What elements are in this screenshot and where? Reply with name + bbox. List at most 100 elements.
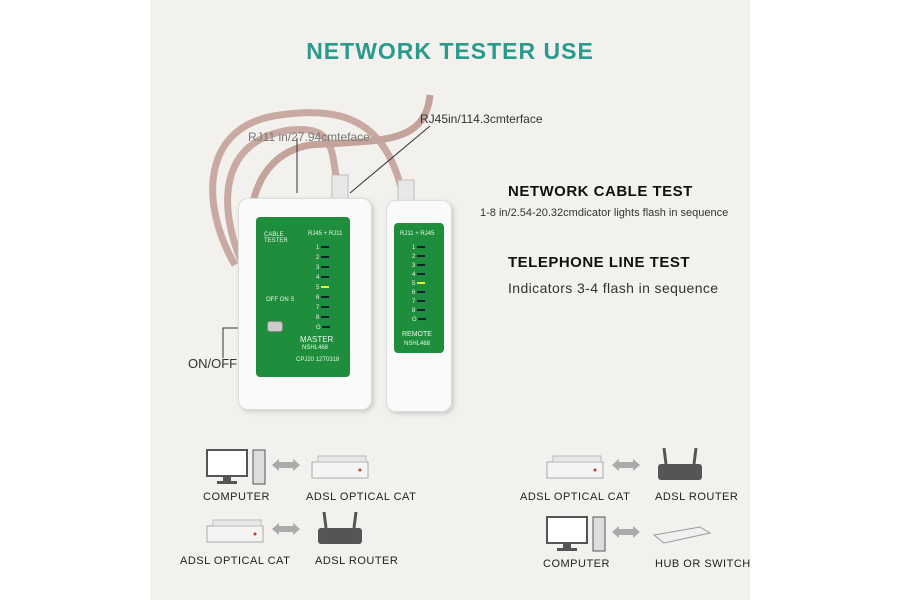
led-row: 6 (316, 295, 330, 301)
master-name: MASTER (300, 335, 334, 344)
diagram-left-label: COMPUTER (543, 558, 610, 570)
led-label: 8 (412, 308, 416, 314)
master-model: NSHL468 (302, 345, 329, 351)
master-panel: CABLE TESTER RJ45 + RJ11 OFF ON S 1 2 3 … (256, 217, 350, 377)
master-code: CPJ20 12T0318 (296, 357, 340, 363)
led-row: 8 (412, 308, 426, 314)
led-label: 4 (316, 275, 320, 281)
led-indicator (417, 255, 426, 258)
adsl-optical-cat-icon (206, 519, 264, 543)
led-indicator (321, 296, 330, 299)
led-label: 7 (316, 305, 320, 311)
led-indicator (417, 246, 426, 249)
remote-model: NSHL468 (404, 341, 431, 347)
bidirectional-arrow-icon (612, 459, 640, 471)
diagram-left-label: ADSL OPTICAL CAT (520, 491, 631, 503)
remote-ports-label: RJ11 + RJ45 (400, 231, 435, 237)
connection-diagram: ADSL OPTICAL CAT ADSL ROUTER (180, 512, 430, 582)
led-indicator (417, 309, 426, 312)
led-row: 5 (412, 281, 426, 287)
led-indicator (417, 264, 426, 267)
phone-test-text: Indicators 3-4 flash in sequence (508, 280, 719, 296)
adsl-router-icon (318, 512, 362, 544)
led-indicator (321, 276, 330, 279)
led-row: 3 (412, 263, 426, 269)
led-indicator (417, 273, 426, 276)
network-test-text: 1-8 in/2.54-20.32cmdicator lights flash … (480, 207, 729, 219)
power-switch[interactable] (267, 321, 283, 332)
led-label: 2 (412, 254, 416, 260)
led-indicator (321, 286, 330, 289)
led-row: 5 (316, 285, 330, 291)
master-ports-label: RJ45 + RJ11 (308, 231, 343, 237)
diagram-right-label: ADSL ROUTER (655, 491, 739, 503)
led-indicator (321, 316, 330, 319)
led-label: 5 (316, 285, 320, 291)
rj11-callout: RJ11 in/27.94cmteface (248, 130, 370, 144)
led-row: 1 (316, 245, 330, 251)
switch-label: OFF ON S (266, 297, 295, 303)
led-indicator (322, 326, 331, 329)
led-label: 6 (316, 295, 320, 301)
computer-icon (206, 449, 266, 485)
led-label: 1 (412, 245, 416, 251)
led-label: 6 (412, 290, 416, 296)
led-row: 2 (316, 255, 330, 261)
diagram-right-label: ADSL OPTICAL CAT (306, 491, 417, 503)
led-label: 1 (316, 245, 320, 251)
led-row: 6 (412, 290, 426, 296)
master-unit: CABLE TESTER RJ45 + RJ11 OFF ON S 1 2 3 … (238, 198, 372, 410)
adsl-router-icon (658, 448, 702, 480)
hub-or-switch-icon (652, 526, 712, 544)
onoff-callout: ON/OFF (188, 356, 238, 371)
led-row: 2 (412, 254, 426, 260)
adsl-optical-cat-icon (311, 455, 369, 479)
led-indicator (321, 256, 330, 259)
connection-diagram: ADSL OPTICAL CAT ADSL ROUTER (520, 448, 770, 518)
led-row: G (412, 317, 427, 323)
led-row: 3 (316, 265, 330, 271)
rj45-callout: RJ45in/114.3cmterface (420, 112, 543, 126)
connection-diagram: COMPUTER HUB OR SWITCH (540, 515, 770, 585)
diagram-right-label: HUB OR SWITCH (655, 558, 751, 570)
led-label: 4 (412, 272, 416, 278)
remote-name: REMOTE (402, 331, 432, 338)
led-row: G (316, 325, 331, 331)
led-label: G (412, 317, 417, 323)
remote-unit: RJ11 + RJ45 1 2 3 4 5 6 7 8 G REMOTE NSH… (386, 200, 452, 412)
led-row: 4 (316, 275, 330, 281)
cable-tester-label: CABLE TESTER (264, 232, 288, 244)
led-row: 7 (412, 299, 426, 305)
network-test-heading: NETWORK CABLE TEST (508, 183, 693, 200)
led-label: G (316, 325, 321, 331)
diagram-right-label: ADSL ROUTER (315, 555, 399, 567)
led-label: 8 (316, 315, 320, 321)
led-indicator (321, 306, 330, 309)
led-indicator (418, 318, 427, 321)
led-label: 2 (316, 255, 320, 261)
diagram-left-label: COMPUTER (203, 491, 270, 503)
computer-icon (546, 516, 606, 552)
led-row: 4 (412, 272, 426, 278)
led-row: 1 (412, 245, 426, 251)
bidirectional-arrow-icon (272, 523, 300, 535)
led-label: 3 (316, 265, 320, 271)
led-indicator (417, 291, 426, 294)
led-label: 7 (412, 299, 416, 305)
remote-panel: RJ11 + RJ45 1 2 3 4 5 6 7 8 G REMOTE NSH… (394, 223, 444, 353)
led-label: 3 (412, 263, 416, 269)
led-row: 7 (316, 305, 330, 311)
led-indicator (321, 266, 330, 269)
bidirectional-arrow-icon (612, 526, 640, 538)
led-row: 8 (316, 315, 330, 321)
adsl-optical-cat-icon (546, 455, 604, 479)
diagram-left-label: ADSL OPTICAL CAT (180, 555, 291, 567)
led-indicator (417, 300, 426, 303)
connection-diagram: COMPUTER ADSL OPTICAL CAT (200, 448, 430, 518)
led-indicator (417, 282, 426, 285)
page-title: NETWORK TESTER USE (306, 38, 594, 64)
led-label: 5 (412, 281, 416, 287)
bidirectional-arrow-icon (272, 459, 300, 471)
phone-test-heading: TELEPHONE LINE TEST (508, 254, 691, 271)
led-indicator (321, 246, 330, 249)
